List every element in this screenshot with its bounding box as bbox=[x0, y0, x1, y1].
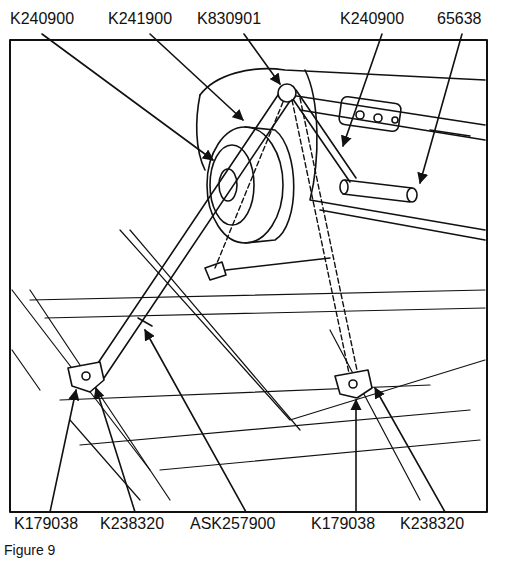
part-number: 65638 bbox=[437, 11, 482, 27]
wheel bbox=[207, 127, 294, 243]
ground-grid bbox=[12, 230, 485, 500]
tow-strut bbox=[92, 84, 296, 378]
part-number: K179038 bbox=[311, 516, 375, 532]
figure-caption: Figure 9 bbox=[4, 543, 55, 557]
part-number: K238320 bbox=[400, 516, 464, 532]
part-number: K238320 bbox=[100, 516, 164, 532]
chain-hook bbox=[205, 258, 330, 280]
tube bbox=[340, 180, 417, 202]
part-number: K241900 bbox=[108, 11, 172, 27]
chain bbox=[215, 98, 358, 378]
part-number: ASK257900 bbox=[190, 516, 275, 532]
bracket bbox=[68, 362, 372, 398]
part-number: K240900 bbox=[10, 11, 74, 27]
part-number: K179038 bbox=[14, 516, 78, 532]
part-number: K830901 bbox=[197, 11, 261, 27]
frame bbox=[10, 40, 487, 512]
part-number: K240900 bbox=[340, 11, 404, 27]
leader-lines bbox=[42, 34, 462, 512]
vehicle bbox=[197, 69, 485, 240]
